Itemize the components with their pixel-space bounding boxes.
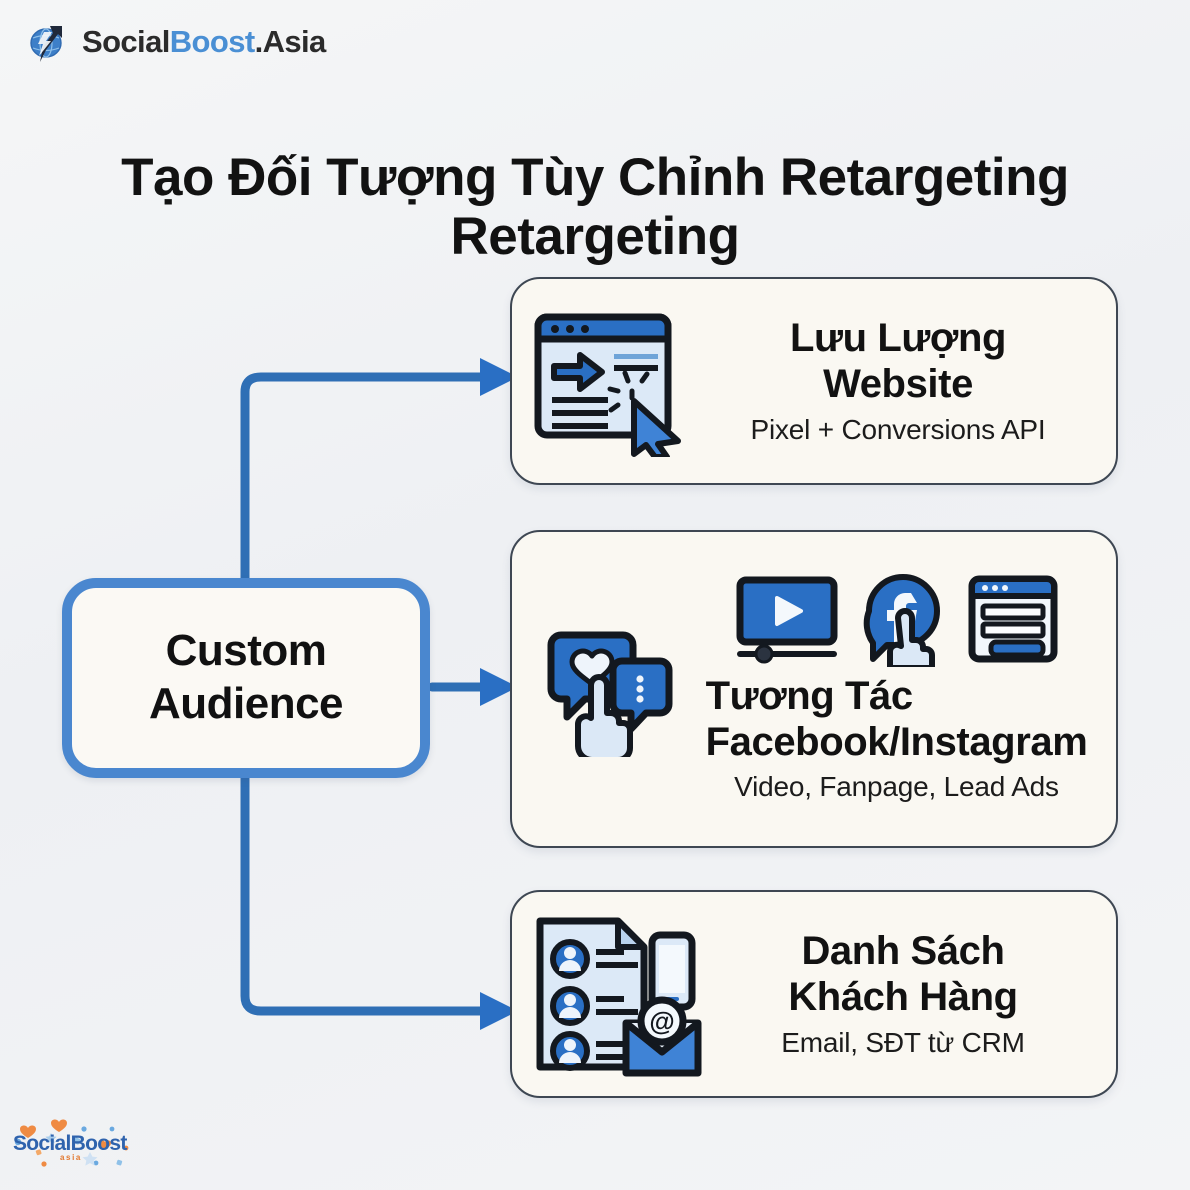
brand-name-part1: Social <box>82 24 170 59</box>
card-engagement-icon-row <box>733 571 1061 672</box>
brand-name-part3: .Asia <box>254 24 327 59</box>
custom-audience-label: Custom Audience <box>148 625 344 731</box>
card-engagement[interactable]: Tương Tác Facebook/Instagram Video, Fanp… <box>510 530 1118 848</box>
socialboost-bolt-globe-icon <box>26 20 70 64</box>
page-title-line1: Tạo Đối Tượng Tùy Chỉnh Retargeting <box>121 147 1069 207</box>
card-customer-title-line2: Khách Hàng <box>788 975 1018 1019</box>
video-player-icon <box>733 572 841 671</box>
watermark-suffix: asia <box>60 1153 82 1162</box>
card-website-text: Lưu Lượng Website Pixel + Conversions AP… <box>694 316 1102 445</box>
page-title-line2: Retargeting <box>450 206 740 266</box>
card-engagement-title-line1: Tương Tác <box>705 673 914 718</box>
brand-header: SocialBoost.Asia <box>26 20 326 64</box>
card-website-title-line1: Lưu Lượng <box>789 316 1007 361</box>
page-title: Tạo Đối Tượng Tùy Chỉnh Retargeting Reta… <box>0 148 1190 267</box>
card-website-subtitle: Pixel + Conversions API <box>750 413 1046 445</box>
custom-audience-label-line2: Audience <box>148 679 344 728</box>
confetti-decoration-icon <box>14 1119 129 1167</box>
card-engagement-title: Tương Tác Facebook/Instagram <box>706 674 1088 765</box>
card-website-title-line2: Website <box>823 362 973 406</box>
svg-text:@: @ <box>649 1006 674 1036</box>
contact-list-phone-email-icon: @ <box>526 911 704 1077</box>
browser-traffic-cursor-icon <box>526 305 694 457</box>
card-website-title: Lưu Lượng Website <box>694 316 1102 407</box>
card-website-traffic[interactable]: Lưu Lượng Website Pixel + Conversions AP… <box>510 277 1118 485</box>
lead-form-icon <box>965 572 1061 671</box>
brand-wordmark: SocialBoost.Asia <box>82 24 326 60</box>
card-customer-title-line1: Danh Sách <box>801 929 1005 974</box>
facebook-hand-icon <box>855 571 951 672</box>
card-customer-text: Danh Sách Khách Hàng Email, SĐT từ CRM <box>704 929 1102 1058</box>
card-engagement-right: Tương Tác Facebook/Instagram Video, Fanp… <box>691 571 1102 803</box>
card-engagement-title-line2: Facebook/Instagram <box>705 719 1088 764</box>
chat-bubble-heart-hand-icon <box>526 571 691 757</box>
card-customer-title: Danh Sách Khách Hàng <box>704 929 1102 1020</box>
card-customer-subtitle: Email, SĐT từ CRM <box>781 1026 1025 1058</box>
card-customer-list[interactable]: @ Danh Sách Khách Hàng Email, SĐT từ CRM <box>510 890 1118 1098</box>
watermark-name: SocialBoost <box>13 1132 127 1155</box>
brand-name-part2: Boost <box>169 24 255 59</box>
footer-watermark: SocialBoost asia <box>8 1116 136 1176</box>
card-engagement-upper: Tương Tác Facebook/Instagram Video, Fanp… <box>526 571 1102 803</box>
card-engagement-subtitle: Video, Fanpage, Lead Ads <box>734 771 1059 803</box>
custom-audience-node[interactable]: Custom Audience <box>62 578 430 778</box>
custom-audience-label-line1: Custom <box>165 626 327 676</box>
